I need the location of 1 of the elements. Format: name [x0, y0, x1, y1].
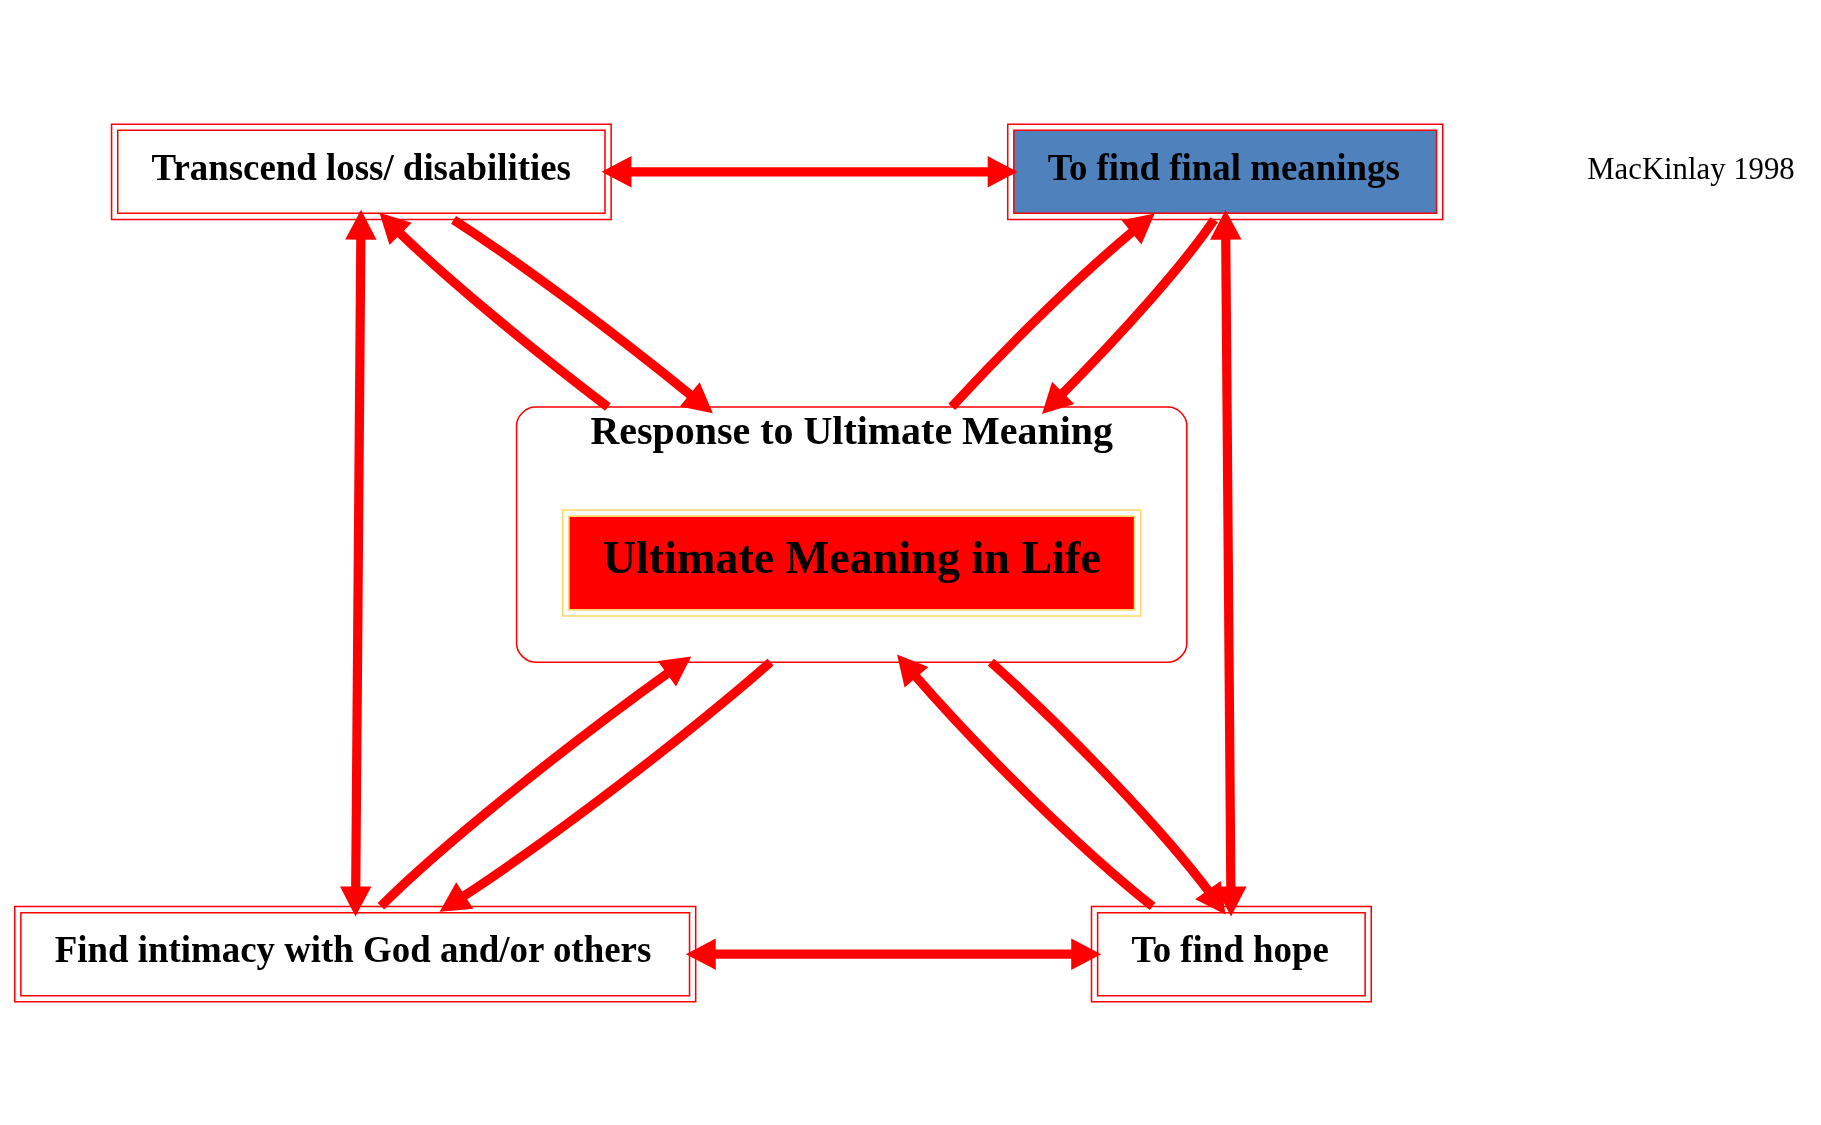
label: MacKinlay 1998: [1587, 151, 1795, 186]
